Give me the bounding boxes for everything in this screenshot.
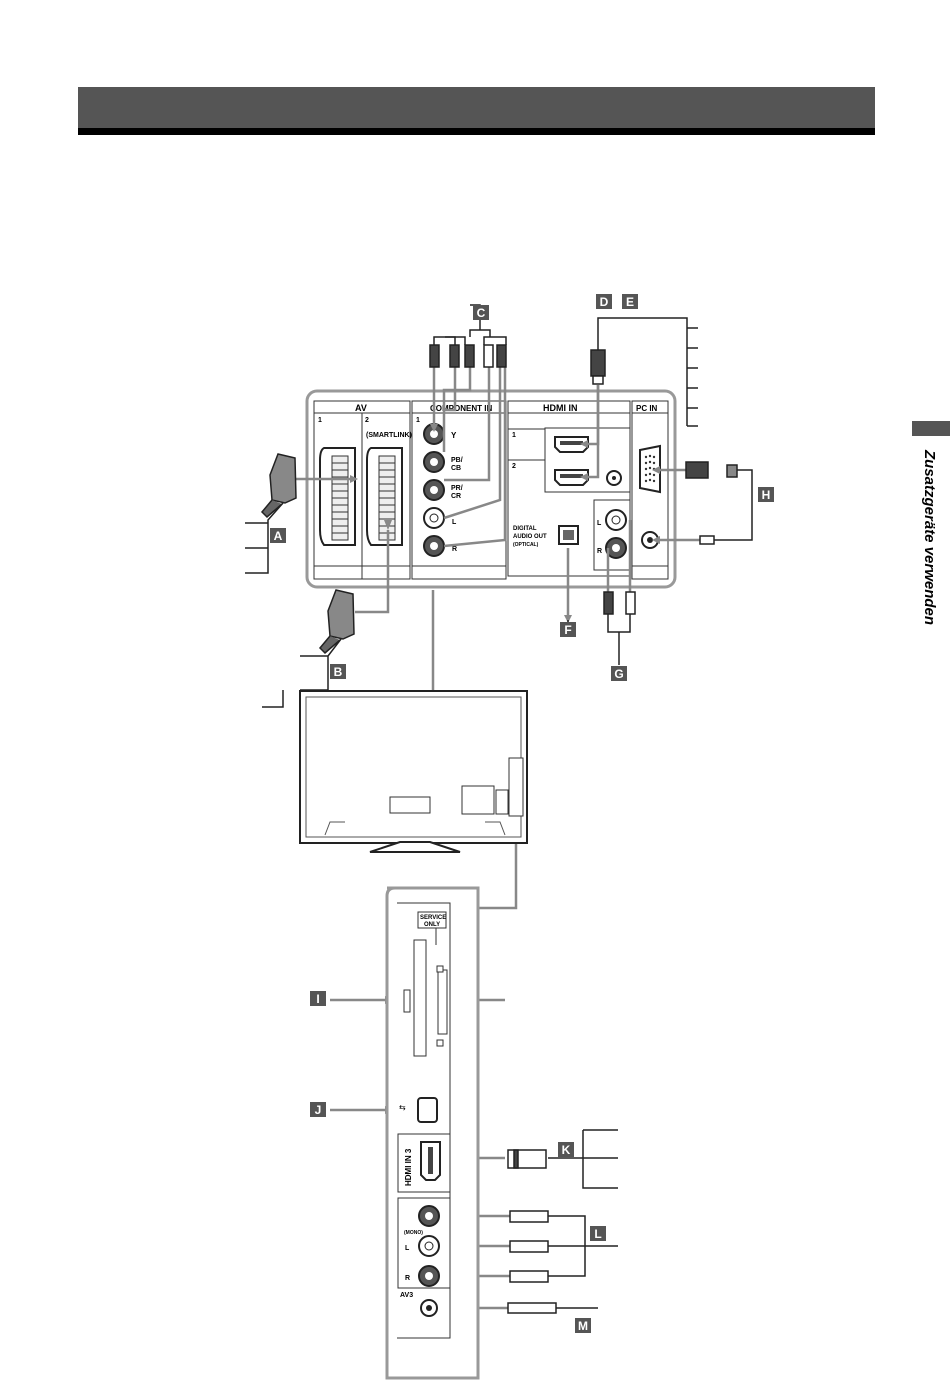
callout-j: J	[310, 1102, 326, 1117]
comp-cr-label: CR	[451, 493, 461, 500]
hdmi-port-3[interactable]	[421, 1142, 440, 1180]
component-title: COMPONENT IN	[430, 404, 492, 413]
comp-y-label: Y	[451, 431, 457, 440]
svg-text:B: B	[334, 665, 343, 679]
svg-text:I: I	[316, 992, 319, 1006]
svg-text:F: F	[564, 623, 571, 637]
svg-text:J: J	[315, 1103, 322, 1117]
optical-label-3: (OPTICAL)	[513, 542, 539, 548]
comp-cb-label: CB	[451, 465, 461, 472]
service-label-1: SERVICE	[420, 915, 446, 921]
svg-text:M: M	[578, 1319, 588, 1333]
audio-r-label: R	[597, 548, 602, 555]
service-label-2: ONLY	[424, 922, 440, 928]
scart-port-av1[interactable]	[320, 448, 355, 545]
hdmi-title: HDMI IN	[543, 403, 578, 413]
usb-icon: ⇆	[399, 1103, 406, 1112]
hdmi1-number: 1	[512, 432, 516, 439]
callout-l: L	[590, 1226, 606, 1241]
callout-k: K	[558, 1142, 574, 1157]
svg-text:G: G	[614, 667, 623, 681]
comp-pr-label: PR/	[451, 485, 463, 492]
optical-out-port[interactable]	[559, 526, 578, 544]
rear-panel: AV 1 2 (SMARTLINK)	[307, 391, 675, 587]
scart-port-av2[interactable]	[367, 448, 402, 545]
callout-e: E	[622, 294, 638, 309]
av2-number: 2	[365, 417, 369, 424]
callout-f: F	[560, 622, 576, 637]
callout-g: G	[611, 666, 627, 681]
callout-m: M	[575, 1318, 591, 1333]
svg-text:A: A	[274, 529, 283, 543]
hdmi3-label: HDMI IN 3	[404, 1148, 413, 1186]
av3-l-label: L	[405, 1245, 410, 1252]
comp-l-label: L	[452, 519, 457, 526]
av3-r-label: R	[405, 1275, 410, 1282]
optical-label-1: DIGITAL	[513, 526, 537, 532]
tv-rear-view	[300, 691, 527, 852]
av-title: AV	[355, 403, 367, 413]
callout-a: A	[270, 528, 286, 543]
comp-r-label: R	[452, 546, 457, 553]
av3-jacks[interactable]	[419, 1206, 439, 1286]
headphone-jack[interactable]	[421, 1300, 437, 1316]
svg-text:C: C	[477, 306, 486, 320]
side-panel: SERVICE ONLY ⇆ HDMI IN 3 (MONO) L R AV3	[387, 888, 478, 1378]
audio-l-label: L	[597, 520, 602, 527]
svg-text:K: K	[562, 1143, 571, 1157]
callout-b: B	[330, 664, 346, 679]
callout-h: H	[758, 487, 774, 502]
av3-label: AV3	[400, 1292, 413, 1299]
callout-d: D	[596, 294, 612, 309]
mono-label: (MONO)	[404, 1230, 423, 1236]
av1-number: 1	[318, 417, 322, 424]
hdmi2-number: 2	[512, 463, 516, 470]
optical-label-2: AUDIO OUT	[513, 534, 547, 540]
svg-text:L: L	[594, 1227, 601, 1241]
svg-text:D: D	[600, 295, 609, 309]
svg-text:H: H	[762, 488, 771, 502]
callout-i: I	[310, 991, 326, 1006]
pc-title: PC IN	[636, 404, 658, 413]
component-number: 1	[416, 417, 420, 424]
comp-pb-label: PB/	[451, 457, 463, 464]
callout-c: C	[473, 305, 489, 320]
svg-text:E: E	[626, 295, 634, 309]
usb-port[interactable]	[418, 1098, 437, 1122]
smartlink-label: (SMARTLINK)	[366, 432, 412, 439]
